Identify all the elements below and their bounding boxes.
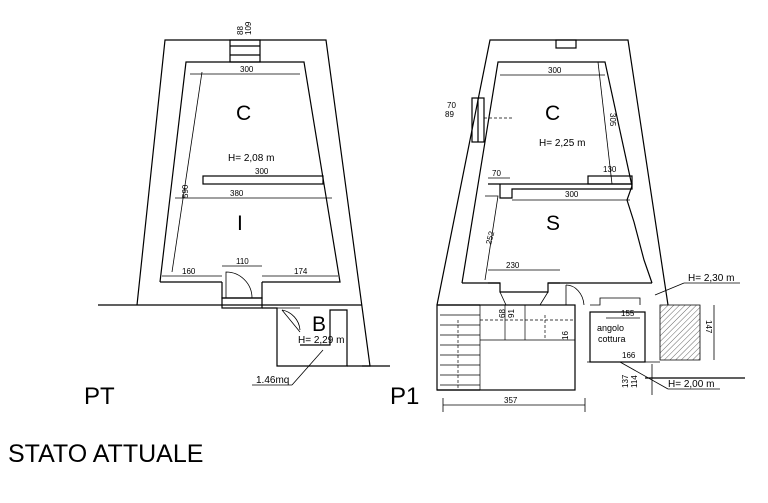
- p1-dim-kitchen-w: 155: [621, 309, 635, 318]
- pt-dim-door: 110: [236, 257, 249, 266]
- ground-floor-plan: [98, 39, 390, 386]
- first-floor-plan: [436, 39, 745, 412]
- p1-dim-small: 70: [492, 169, 501, 178]
- p1-dim-left-depth: 252: [484, 230, 496, 246]
- pt-room-i: I: [237, 212, 243, 235]
- pt-height-bath: H= 2,29 m: [298, 335, 344, 346]
- p1-dim-win-a: 70: [447, 101, 456, 110]
- pt-room-b: B: [312, 313, 327, 336]
- p1-stair-bay: [436, 304, 576, 391]
- p1-height-main: H= 2,25 m: [539, 138, 585, 149]
- p1-dim-ledge: 130: [603, 165, 617, 174]
- pt-inner-wall: [159, 61, 341, 283]
- p1-height-kitchen: H= 2,00 m: [668, 379, 714, 390]
- pt-dim-slab: 300: [255, 167, 269, 176]
- p1-inner-wall: [461, 61, 653, 284]
- p1-dim-mid: 300: [565, 190, 579, 199]
- p1-room-s: S: [546, 212, 561, 235]
- pt-dim-88: 88: [236, 26, 245, 35]
- pt-dim-top: 300: [240, 65, 254, 74]
- pt-room-c: C: [236, 102, 252, 125]
- pt-height-main: H= 2,08 m: [228, 153, 274, 164]
- pt-dim-bottom-left: 160: [182, 267, 196, 276]
- p1-dim-right-depth: 305: [608, 113, 617, 127]
- pt-top-window: [229, 39, 261, 63]
- p1-outer-wall: [436, 39, 669, 306]
- p1-dim-low-a: 137: [621, 374, 630, 388]
- p1-dim-opening: 230: [506, 261, 520, 270]
- p1-dim-kitchen-w2: 166: [622, 351, 636, 360]
- floor-label-pt: PT: [84, 383, 115, 410]
- pt-dim-mid: 380: [230, 189, 244, 198]
- p1-slab: [488, 183, 633, 199]
- p1-kitchen-ceiling-hatch: [659, 304, 701, 361]
- p1-height-landing: H= 2,30 m: [688, 273, 734, 284]
- p1-kitchen-label-line-1: angolo: [597, 323, 624, 333]
- pt-bathroom-wall: [262, 307, 348, 367]
- p1-dim-stair-a: 68: [498, 309, 507, 318]
- pt-dim-bottom-right: 174: [294, 267, 308, 276]
- p1-dim-total: 357: [504, 396, 518, 405]
- floor-label-p1: P1: [390, 383, 420, 410]
- pt-area-note: 1.46mq: [256, 375, 289, 386]
- pt-dim-109: 109: [244, 21, 253, 35]
- p1-kitchen-label-line-2: cottura: [598, 334, 626, 344]
- pt-outer-wall: [136, 39, 371, 367]
- p1-room-c: C: [545, 102, 561, 125]
- p1-dim-top: 300: [548, 66, 562, 75]
- p1-dim-win-b: 89: [445, 110, 454, 119]
- p1-stair-opening: [488, 282, 560, 293]
- pt-slab: [202, 175, 324, 185]
- p1-dim-kitchen-d: 147: [704, 320, 713, 334]
- pt-door: [221, 282, 263, 299]
- pt-dim-depth: 590: [181, 184, 190, 198]
- p1-dim-low-b: 114: [630, 375, 639, 388]
- p1-dim-stair-c: 16: [561, 331, 570, 340]
- drawing-title: STATO ATTUALE: [8, 440, 204, 468]
- p1-dim-stair-b: 91: [507, 309, 516, 318]
